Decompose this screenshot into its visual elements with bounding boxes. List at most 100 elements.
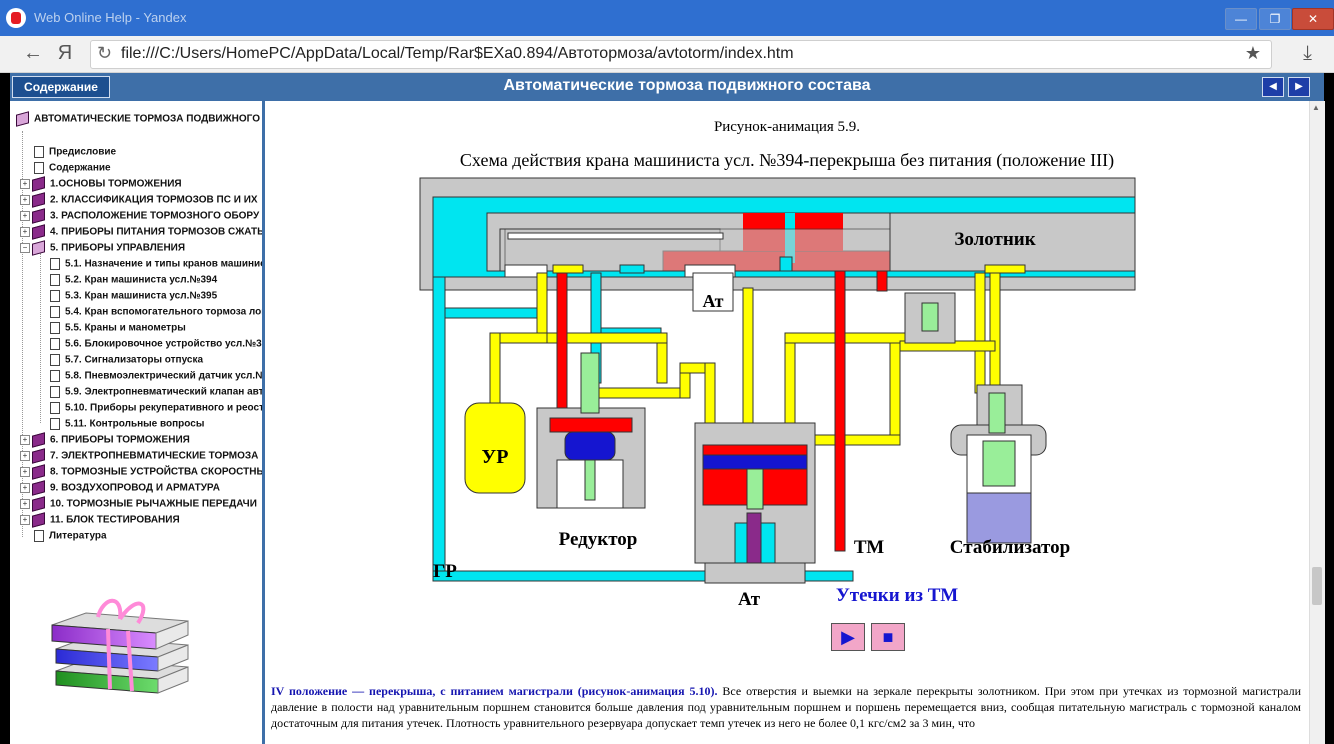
expand-icon[interactable]: + bbox=[20, 483, 30, 493]
tree-item[interactable]: 5.3. Кран машиниста усл.№395 bbox=[36, 290, 217, 302]
tree-item[interactable]: +4. ПРИБОРЫ ПИТАНИЯ ТОРМОЗОВ СЖАТЫ bbox=[20, 224, 265, 240]
expand-icon[interactable]: + bbox=[20, 227, 30, 237]
content-scrollbar[interactable]: ▲ bbox=[1309, 101, 1325, 744]
page-icon bbox=[50, 386, 60, 398]
next-page-button[interactable]: ▶ bbox=[1288, 77, 1310, 97]
collapse-icon[interactable]: − bbox=[20, 243, 30, 253]
tree-item[interactable]: Литература bbox=[20, 530, 107, 542]
figure-title: Схема действия крана машиниста усл. №394… bbox=[459, 150, 1115, 170]
tree-item[interactable]: 5.6. Блокировочное устройство усл.№367 bbox=[36, 338, 262, 350]
tree-item[interactable]: 5.1. Назначение и типы кранов машиниста bbox=[36, 258, 262, 270]
scroll-up-icon[interactable]: ▲ bbox=[1312, 103, 1320, 112]
tree-item-label: 9. ВОЗДУХОПРОВОД И АРМАТУРА bbox=[50, 482, 220, 494]
tree-item[interactable]: 5.10. Приборы рекуперативного и реост bbox=[36, 402, 262, 414]
body-paragraph: IV положение — перекрыша, с питанием маг… bbox=[271, 683, 1301, 731]
prev-page-button[interactable]: ◀ bbox=[1262, 77, 1284, 97]
tree-root-label: АВТОМАТИЧЕСКИЕ ТОРМОЗА ПОДВИЖНОГО bbox=[34, 113, 260, 125]
tree-item-label: 4. ПРИБОРЫ ПИТАНИЯ ТОРМОЗОВ СЖАТЫ bbox=[50, 226, 265, 238]
tree-item[interactable]: +2. КЛАССИФИКАЦИЯ ТОРМОЗОВ ПС И ИХ bbox=[20, 192, 258, 208]
tree-item[interactable]: Предисловие bbox=[20, 146, 116, 158]
tree-item-label: 5.4. Кран вспомогательного тормоза локо bbox=[65, 306, 265, 318]
tree-item-label: 7. ЭЛЕКТРОПНЕВМАТИЧЕСКИЕ ТОРМОЗА bbox=[50, 450, 259, 462]
tree-item[interactable]: 5.11. Контрольные вопросы bbox=[36, 418, 204, 430]
label-leaks: Утечки из ТМ bbox=[836, 585, 958, 606]
tree-item[interactable]: Содержание bbox=[20, 162, 111, 174]
expand-icon[interactable]: + bbox=[20, 467, 30, 477]
page-icon bbox=[50, 274, 60, 286]
close-button[interactable]: ✕ bbox=[1292, 8, 1334, 30]
tree-item[interactable]: −5. ПРИБОРЫ УПРАВЛЕНИЯ bbox=[20, 240, 185, 256]
address-field[interactable]: ↻ file:///C:/Users/HomePC/AppData/Local/… bbox=[90, 40, 1272, 69]
tree-item-label: 5.3. Кран машиниста усл.№395 bbox=[65, 290, 218, 302]
tree-item-label: 5.2. Кран машиниста усл.№394 bbox=[65, 274, 218, 286]
label-at-bottom: Ат bbox=[738, 589, 761, 610]
book-icon bbox=[32, 224, 45, 240]
tree-item-label: 3. РАСПОЛОЖЕНИЕ ТОРМОЗНОГО ОБОРУ bbox=[50, 210, 260, 222]
tree-item-label: 5.11. Контрольные вопросы bbox=[65, 418, 205, 430]
tree-item[interactable]: 5.9. Электропневматический клапан авто bbox=[36, 386, 262, 398]
tree-item-label: Предисловие bbox=[49, 146, 117, 158]
label-zolotnik: Золотник bbox=[954, 229, 1035, 250]
expand-icon[interactable]: + bbox=[20, 515, 30, 525]
tree-item[interactable]: +7. ЭЛЕКТРОПНЕВМАТИЧЕСКИЕ ТОРМОЗА bbox=[20, 448, 259, 464]
expand-icon[interactable]: + bbox=[20, 499, 30, 509]
download-icon[interactable]: ⤓ bbox=[1303, 42, 1312, 64]
books-illustration-icon bbox=[51, 598, 189, 694]
tree-item-label: Литература bbox=[49, 530, 107, 542]
url-text[interactable]: file:///C:/Users/HomePC/AppData/Local/Te… bbox=[121, 45, 794, 62]
help-title: Автоматические тормоза подвижного состав… bbox=[503, 77, 871, 94]
scroll-thumb[interactable] bbox=[1312, 567, 1322, 605]
tree-item-label: 5.7. Сигнализаторы отпуска bbox=[65, 354, 204, 366]
stop-button[interactable]: ■ bbox=[871, 623, 905, 651]
book-icon bbox=[32, 480, 45, 496]
back-arrow-icon[interactable]: ← bbox=[23, 42, 43, 64]
maximize-button[interactable]: ❐ bbox=[1259, 8, 1291, 30]
contents-button[interactable]: Содержание bbox=[12, 76, 110, 98]
page-icon bbox=[50, 290, 60, 302]
tree-item[interactable]: +11. БЛОК ТЕСТИРОВАНИЯ bbox=[20, 512, 180, 528]
window-title: Web Online Help - Yandex bbox=[34, 10, 187, 25]
expand-icon[interactable]: + bbox=[20, 211, 30, 221]
reload-icon[interactable]: ↻ bbox=[97, 43, 113, 63]
page-icon bbox=[50, 418, 60, 430]
open-book-icon bbox=[16, 111, 29, 127]
page-icon bbox=[34, 162, 44, 174]
tree-item[interactable]: 5.8. Пневмоэлектрический датчик усл.№4 bbox=[36, 370, 262, 382]
tree-item[interactable]: 5.2. Кран машиниста усл.№394 bbox=[36, 274, 217, 286]
expand-icon[interactable]: + bbox=[20, 179, 30, 189]
expand-icon[interactable]: + bbox=[20, 435, 30, 445]
label-reduktor: Редуктор bbox=[559, 529, 638, 550]
yandex-home-icon[interactable]: Я bbox=[57, 42, 73, 64]
tree-item[interactable]: 5.4. Кран вспомогательного тормоза локо bbox=[36, 306, 265, 318]
label-tm: ТМ bbox=[854, 537, 884, 558]
book-icon bbox=[32, 464, 45, 480]
tree-item[interactable]: +1.ОСНОВЫ ТОРМОЖЕНИЯ bbox=[20, 176, 182, 192]
page-icon bbox=[50, 322, 60, 334]
expand-icon[interactable]: + bbox=[20, 195, 30, 205]
tree-item[interactable]: 5.5. Краны и манометры bbox=[36, 322, 186, 334]
page-icon bbox=[34, 530, 44, 542]
expand-icon[interactable]: + bbox=[20, 451, 30, 461]
address-toolbar: ← Я ↻ file:///C:/Users/HomePC/AppData/Lo… bbox=[0, 36, 1334, 73]
tree-item[interactable]: +10. ТОРМОЗНЫЕ РЫЧАЖНЫЕ ПЕРЕДАЧИ bbox=[20, 496, 257, 512]
tree-item-label: Содержание bbox=[49, 162, 111, 174]
yandex-logo-icon bbox=[6, 8, 26, 28]
label-gr: ГР bbox=[433, 561, 457, 582]
tree-item[interactable]: +9. ВОЗДУХОПРОВОД И АРМАТУРА bbox=[20, 480, 220, 496]
tree-root[interactable]: АВТОМАТИЧЕСКИЕ ТОРМОЗА ПОДВИЖНОГО bbox=[16, 111, 260, 127]
tree-item[interactable]: 5.7. Сигнализаторы отпуска bbox=[36, 354, 203, 366]
body-text: Все отверстия и выемки на зеркале перекр… bbox=[271, 684, 1301, 730]
open-book-icon bbox=[32, 240, 45, 256]
label-stabilizator: Стабилизатор bbox=[950, 537, 1070, 558]
tree-line bbox=[40, 253, 41, 423]
minimize-button[interactable]: — bbox=[1225, 8, 1257, 30]
play-button[interactable]: ▶ bbox=[831, 623, 865, 651]
tree-item-label: 5.5. Краны и манометры bbox=[65, 322, 186, 334]
tree-item[interactable]: +8. ТОРМОЗНЫЕ УСТРОЙСТВА СКОРОСТНЫХ bbox=[20, 464, 262, 480]
bookmark-star-icon[interactable]: ★ bbox=[1244, 43, 1261, 63]
tree-item[interactable]: +6. ПРИБОРЫ ТОРМОЖЕНИЯ bbox=[20, 432, 190, 448]
tree-item[interactable]: +3. РАСПОЛОЖЕНИЕ ТОРМОЗНОГО ОБОРУ bbox=[20, 208, 260, 224]
book-icon bbox=[32, 512, 45, 528]
tree-item-label: 1.ОСНОВЫ ТОРМОЖЕНИЯ bbox=[50, 178, 182, 190]
body-highlight[interactable]: IV положение — перекрыша, с питанием маг… bbox=[271, 684, 718, 698]
